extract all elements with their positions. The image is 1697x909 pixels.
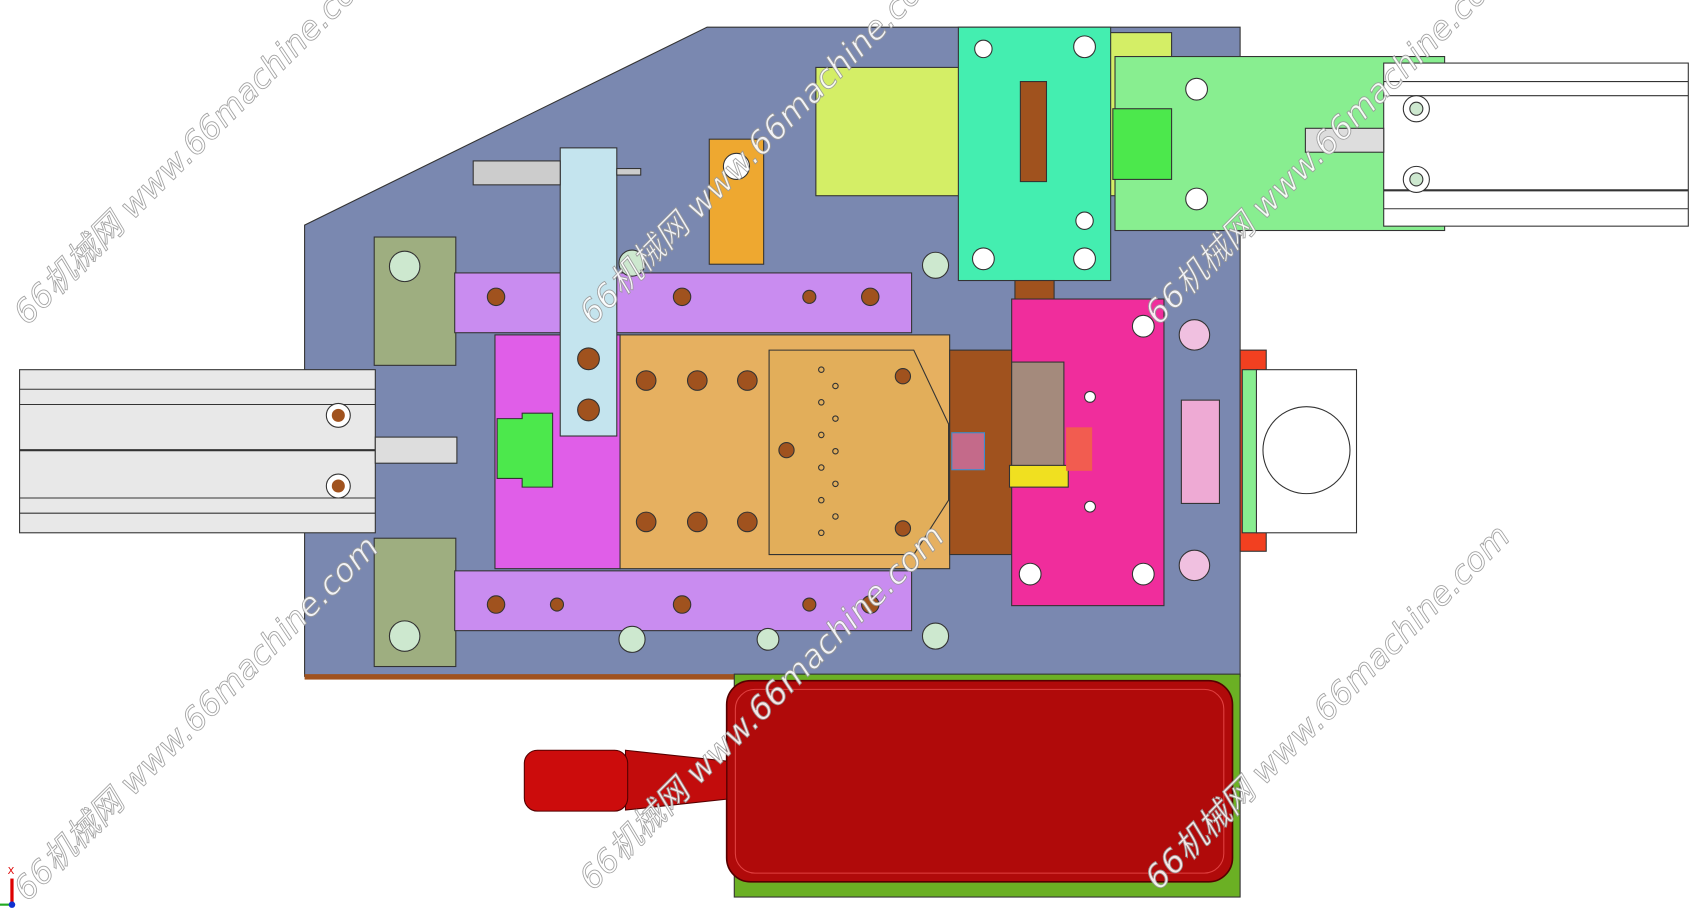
lime-block (815, 66, 964, 197)
end-cap (1239, 349, 1358, 552)
right-air-cylinder[interactable] (1304, 62, 1689, 227)
lever-arm[interactable] (559, 147, 618, 437)
axis-x-label: X (8, 866, 15, 877)
rail-bottom (454, 570, 913, 632)
axis-triad: X (0, 866, 16, 908)
left-air-cylinder[interactable] (19, 369, 458, 534)
red-handle-cover[interactable] (523, 673, 1241, 898)
